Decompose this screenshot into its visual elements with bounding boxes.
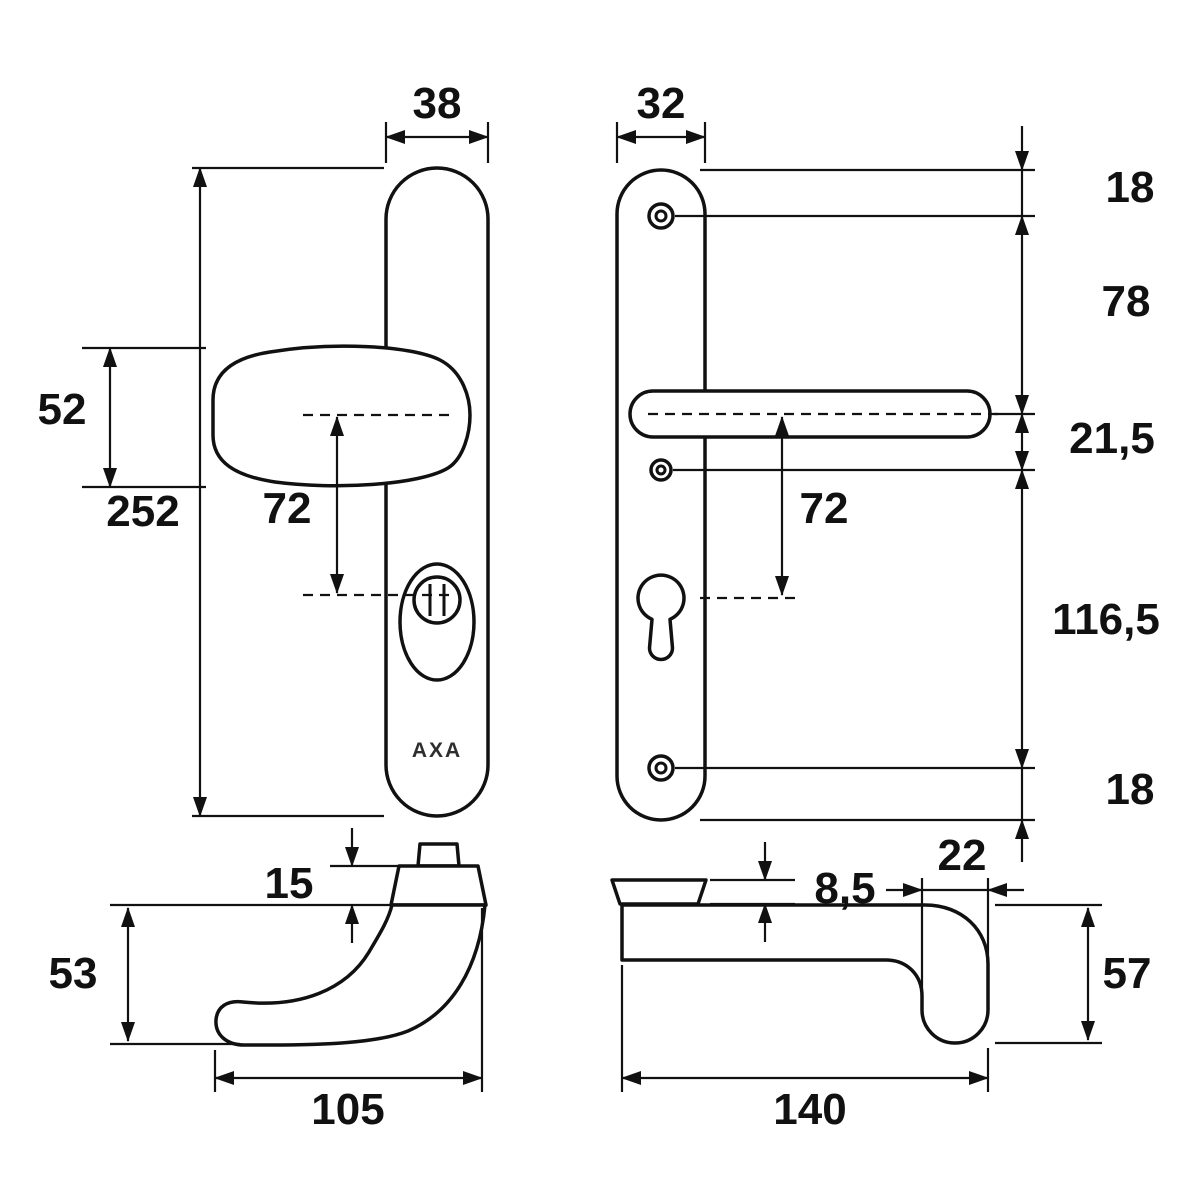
cylinder-core: [412, 575, 462, 625]
dims-side-left: 15 53 105: [49, 828, 484, 1134]
dim-width-22: 22: [938, 831, 987, 880]
dim-screw-to-bottom: 18: [1106, 765, 1155, 814]
dim-left-knob-to-cylinder: 72: [263, 484, 312, 533]
dim-depth-53: 53: [49, 949, 98, 998]
dim-right-plate-width: 32: [637, 79, 686, 128]
knob-spindle-cap: [416, 842, 461, 868]
lever-grip-side: [620, 903, 990, 1045]
knob-neck: [389, 864, 488, 907]
dim-depth-57: 57: [1103, 949, 1152, 998]
dim-neck-15: 15: [265, 859, 314, 908]
euro-cylinder-keyhole: [636, 573, 686, 662]
lever-spindle-cap: [610, 878, 708, 906]
dim-knob-height: 52: [38, 385, 87, 434]
dim-handle-to-screw: 21,5: [1069, 414, 1155, 463]
dim-screw-to-screw: 116,5: [1052, 595, 1160, 644]
dim-neck-85: 8,5: [814, 864, 875, 913]
knob-grip-side: [214, 903, 487, 1047]
dims-side-right: 8,5 22 57 140: [620, 831, 1152, 1134]
side-view-lever-handle: [610, 878, 990, 1045]
brand-label: AXA: [412, 739, 462, 762]
screw-bottom: [647, 754, 675, 782]
dim-length-140: 140: [773, 1085, 846, 1134]
dim-left-plate-width: 38: [413, 79, 462, 128]
dim-screw-to-handle: 78: [1102, 277, 1151, 326]
front-view-lever-plate: [615, 168, 1002, 822]
dims-front-right: 32 72 18 78 21,5 116,5 18: [615, 79, 1160, 862]
lever-backplate: [615, 168, 707, 822]
dim-top-to-screw: 18: [1106, 163, 1155, 212]
dim-left-plate-height: 252: [106, 487, 179, 536]
front-view-knob-plate: AXA: [211, 166, 490, 818]
dim-right-handle-to-cylinder: 72: [800, 484, 849, 533]
screw-top: [647, 202, 675, 230]
side-view-knob-handle: [214, 842, 488, 1047]
dim-length-105: 105: [311, 1085, 384, 1134]
knob-backplate: [384, 166, 490, 818]
dims-front-left: 38 252 52 72: [38, 79, 490, 818]
screw-middle: [649, 458, 673, 482]
